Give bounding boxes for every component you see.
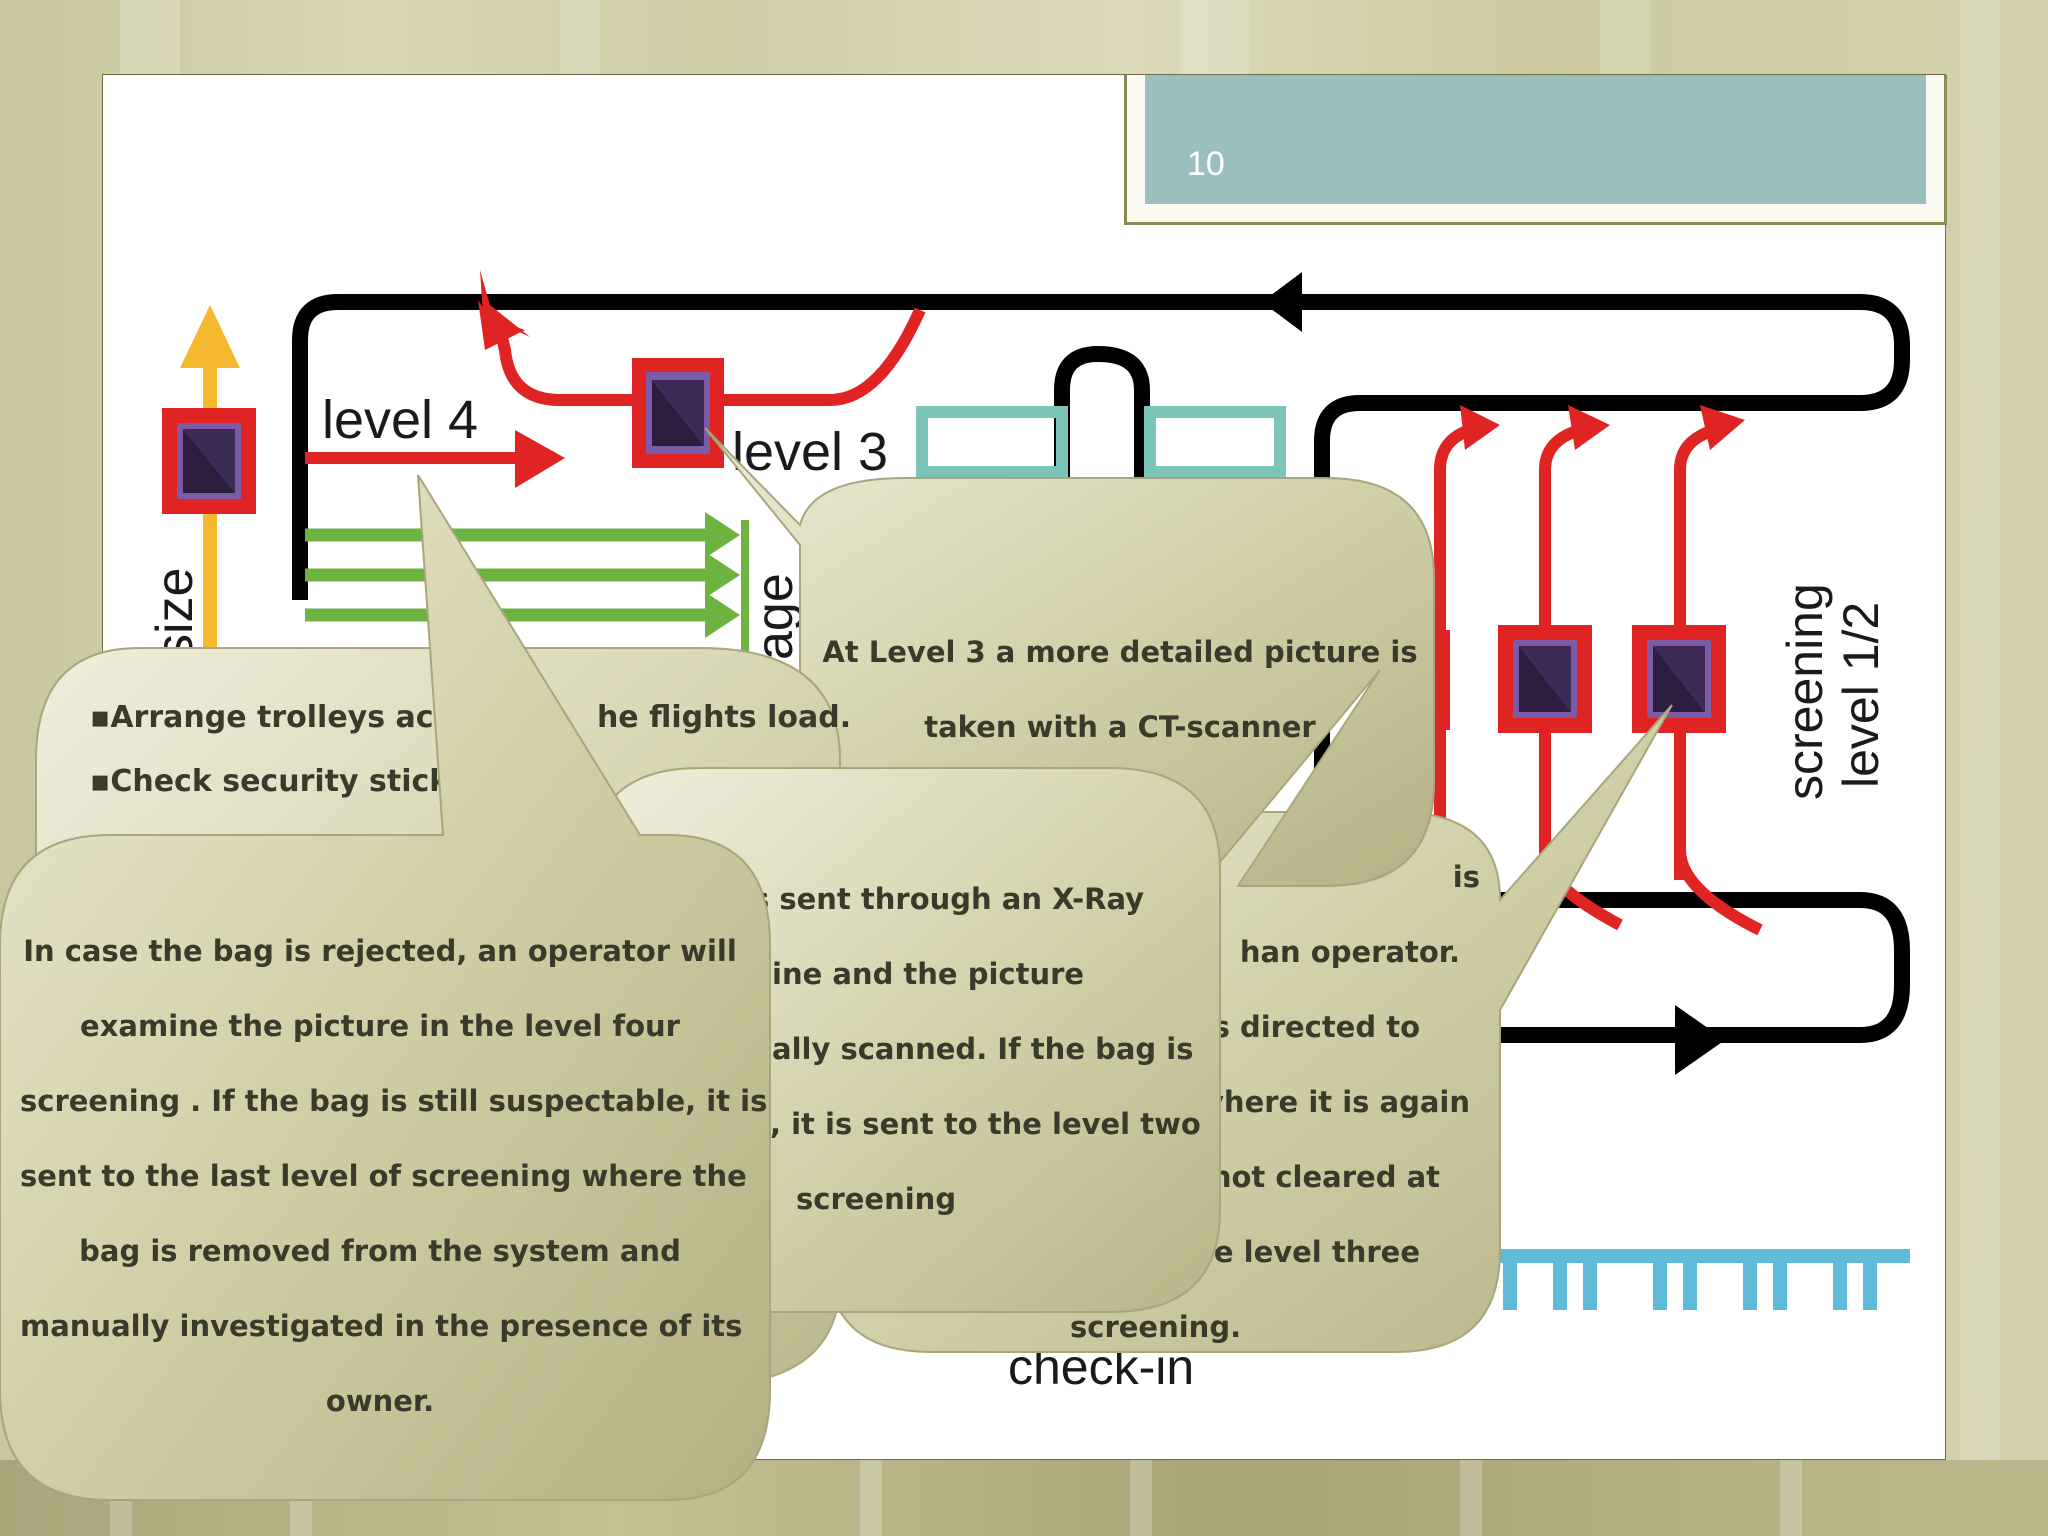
callout-line: , it is sent to the level two [770, 1107, 1201, 1141]
teal-conveyor [1144, 406, 1286, 478]
callout-line: At Level 3 a more detailed picture is [822, 635, 1418, 669]
sorting-arrows [1433, 405, 1763, 936]
green-arrowhead [705, 552, 740, 598]
callout-line: ine and the picture [772, 957, 1085, 991]
scanner-level12-box [1632, 625, 1726, 733]
callout-line: manually investigated in the presence of… [20, 1309, 743, 1343]
scanner-level12-box [1498, 625, 1592, 733]
green-arrowhead [705, 512, 740, 558]
callout-line: is [1452, 860, 1480, 894]
callout-line: screening . If the bag is still suspecta… [20, 1084, 768, 1118]
size-arrow-head [180, 305, 240, 368]
callout-line: examine the picture in the level four [80, 1009, 680, 1043]
callout-line: he flights load. [596, 700, 852, 735]
slide-number-tab: 10 [1124, 75, 1947, 225]
scanner-level3-box [632, 358, 724, 468]
level4-arrow-head [515, 430, 565, 488]
callout-operator-text: is han operator. is directed to vhere it… [1000, 840, 1500, 1365]
level3-reject-path [494, 307, 926, 406]
green-arrowhead [705, 592, 740, 638]
label-level12: level 1/2 [1833, 602, 1889, 788]
callout-line: vhere it is again [1205, 1085, 1470, 1119]
loop-arrow-right [1675, 1005, 1725, 1075]
main-conveyor-loop [292, 294, 1910, 1043]
callout-line: In case the bag is rejected, an operator… [23, 934, 737, 968]
callout-line: screening. [1070, 1310, 1242, 1344]
callout-line: han operator. [1239, 935, 1460, 969]
background-stripe [1960, 0, 2000, 1536]
label-age: age [746, 573, 804, 660]
callout-line: screening [796, 1182, 957, 1216]
label-size: size [146, 568, 204, 660]
callout-line: owner. [325, 1384, 435, 1418]
callout-level4-text: In case the bag is rejected, an operator… [20, 914, 768, 1439]
loop-arrow-left [1262, 272, 1302, 332]
slide-number: 10 [1187, 145, 1225, 183]
label-level4: level 4 [322, 390, 478, 450]
callout-line: sent to the last level of screening wher… [20, 1159, 747, 1193]
label-screening: screening [1777, 583, 1833, 800]
callout-line: is directed to [1202, 1010, 1420, 1044]
callout-line: not cleared at [1210, 1160, 1440, 1194]
label-level3: level 3 [732, 422, 888, 482]
callout-trolley-text: ▪Arrange trolleys acco he flights load. ▪… [90, 686, 851, 814]
level3-reject-arrowhead [478, 300, 525, 350]
callout-line: ally scanned. If the bag is [772, 1032, 1194, 1066]
slide-number-tab-fill: 10 [1145, 75, 1926, 204]
teal-conveyor [916, 406, 1068, 478]
callout-xray-text: s sent through an X-Ray ine and the pict… [700, 862, 1201, 1237]
checkin-counters [1490, 1249, 1910, 1310]
inner-u-loop [1054, 345, 1150, 480]
callout-line: ▪Check security sticke [90, 764, 469, 799]
callout-line: bag is removed from the system and [79, 1234, 681, 1268]
callout-line: taken with a CT-scanner [924, 710, 1316, 744]
scanner-level4-box [162, 408, 256, 514]
callout-line: ▪Arrange trolleys acco [90, 700, 472, 735]
callout-level3-text: At Level 3 a more detailed picture is ta… [820, 615, 1420, 765]
callout-line: s sent through an X-Ray [752, 882, 1145, 916]
callout-line: he level three [1193, 1235, 1420, 1269]
